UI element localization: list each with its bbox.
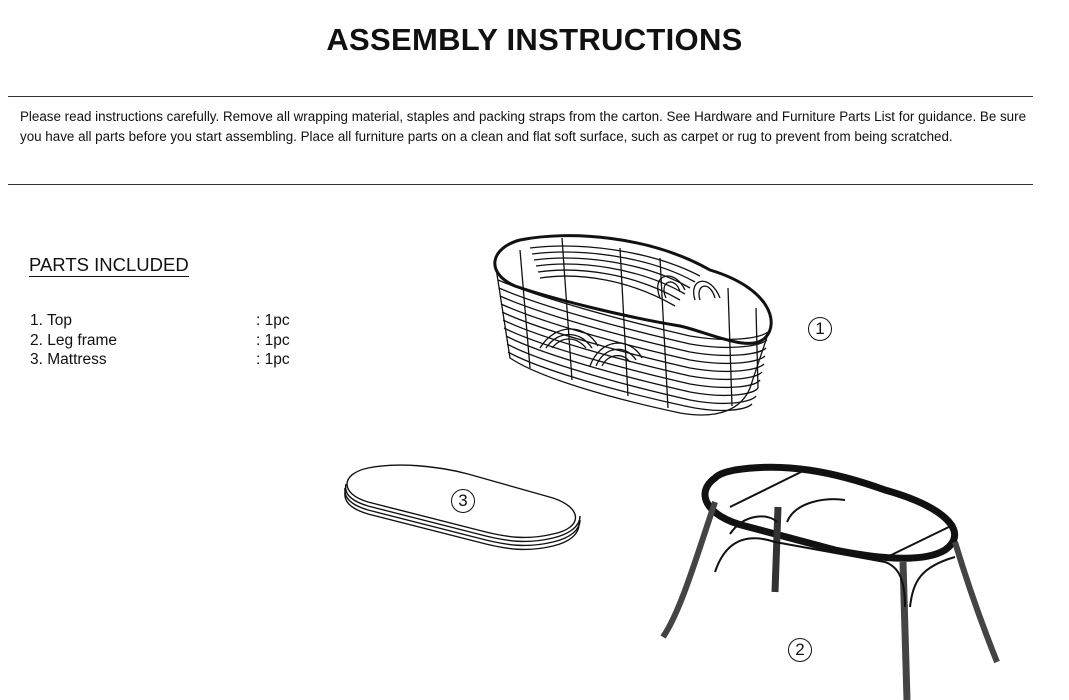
part-row-top: 1. Top : 1pc	[30, 311, 290, 331]
parts-included-heading: PARTS INCLUDED	[29, 254, 189, 277]
parts-list: 1. Top : 1pc 2. Leg frame : 1pc 3. Mattr…	[30, 311, 290, 370]
page-title: ASSEMBLY INSTRUCTIONS	[326, 22, 743, 57]
part-name: 1. Top	[30, 312, 72, 329]
intro-paragraph: Please read instructions carefully. Remo…	[20, 109, 1027, 144]
callout-part-1: 1	[808, 317, 832, 341]
top-divider	[8, 96, 1033, 97]
part-name: 3. Mattress	[30, 351, 107, 368]
mattress-drawing	[344, 464, 581, 551]
basket-top-drawing	[493, 234, 773, 416]
part-qty: : 1pc	[256, 312, 290, 329]
callout-part-2: 2	[788, 638, 812, 662]
part-qty: : 1pc	[256, 351, 290, 368]
bottom-divider	[8, 184, 1033, 185]
part-name: 2. Leg frame	[30, 331, 118, 349]
callout-part-3: 3	[451, 489, 475, 513]
part-row-mattress: 3. Mattress : 1pc	[30, 350, 290, 370]
leg-frame-drawing	[660, 463, 1000, 700]
part-qty: : 1pc	[256, 331, 290, 349]
part-row-leg-frame: 2. Leg frame : 1pc	[30, 331, 290, 351]
